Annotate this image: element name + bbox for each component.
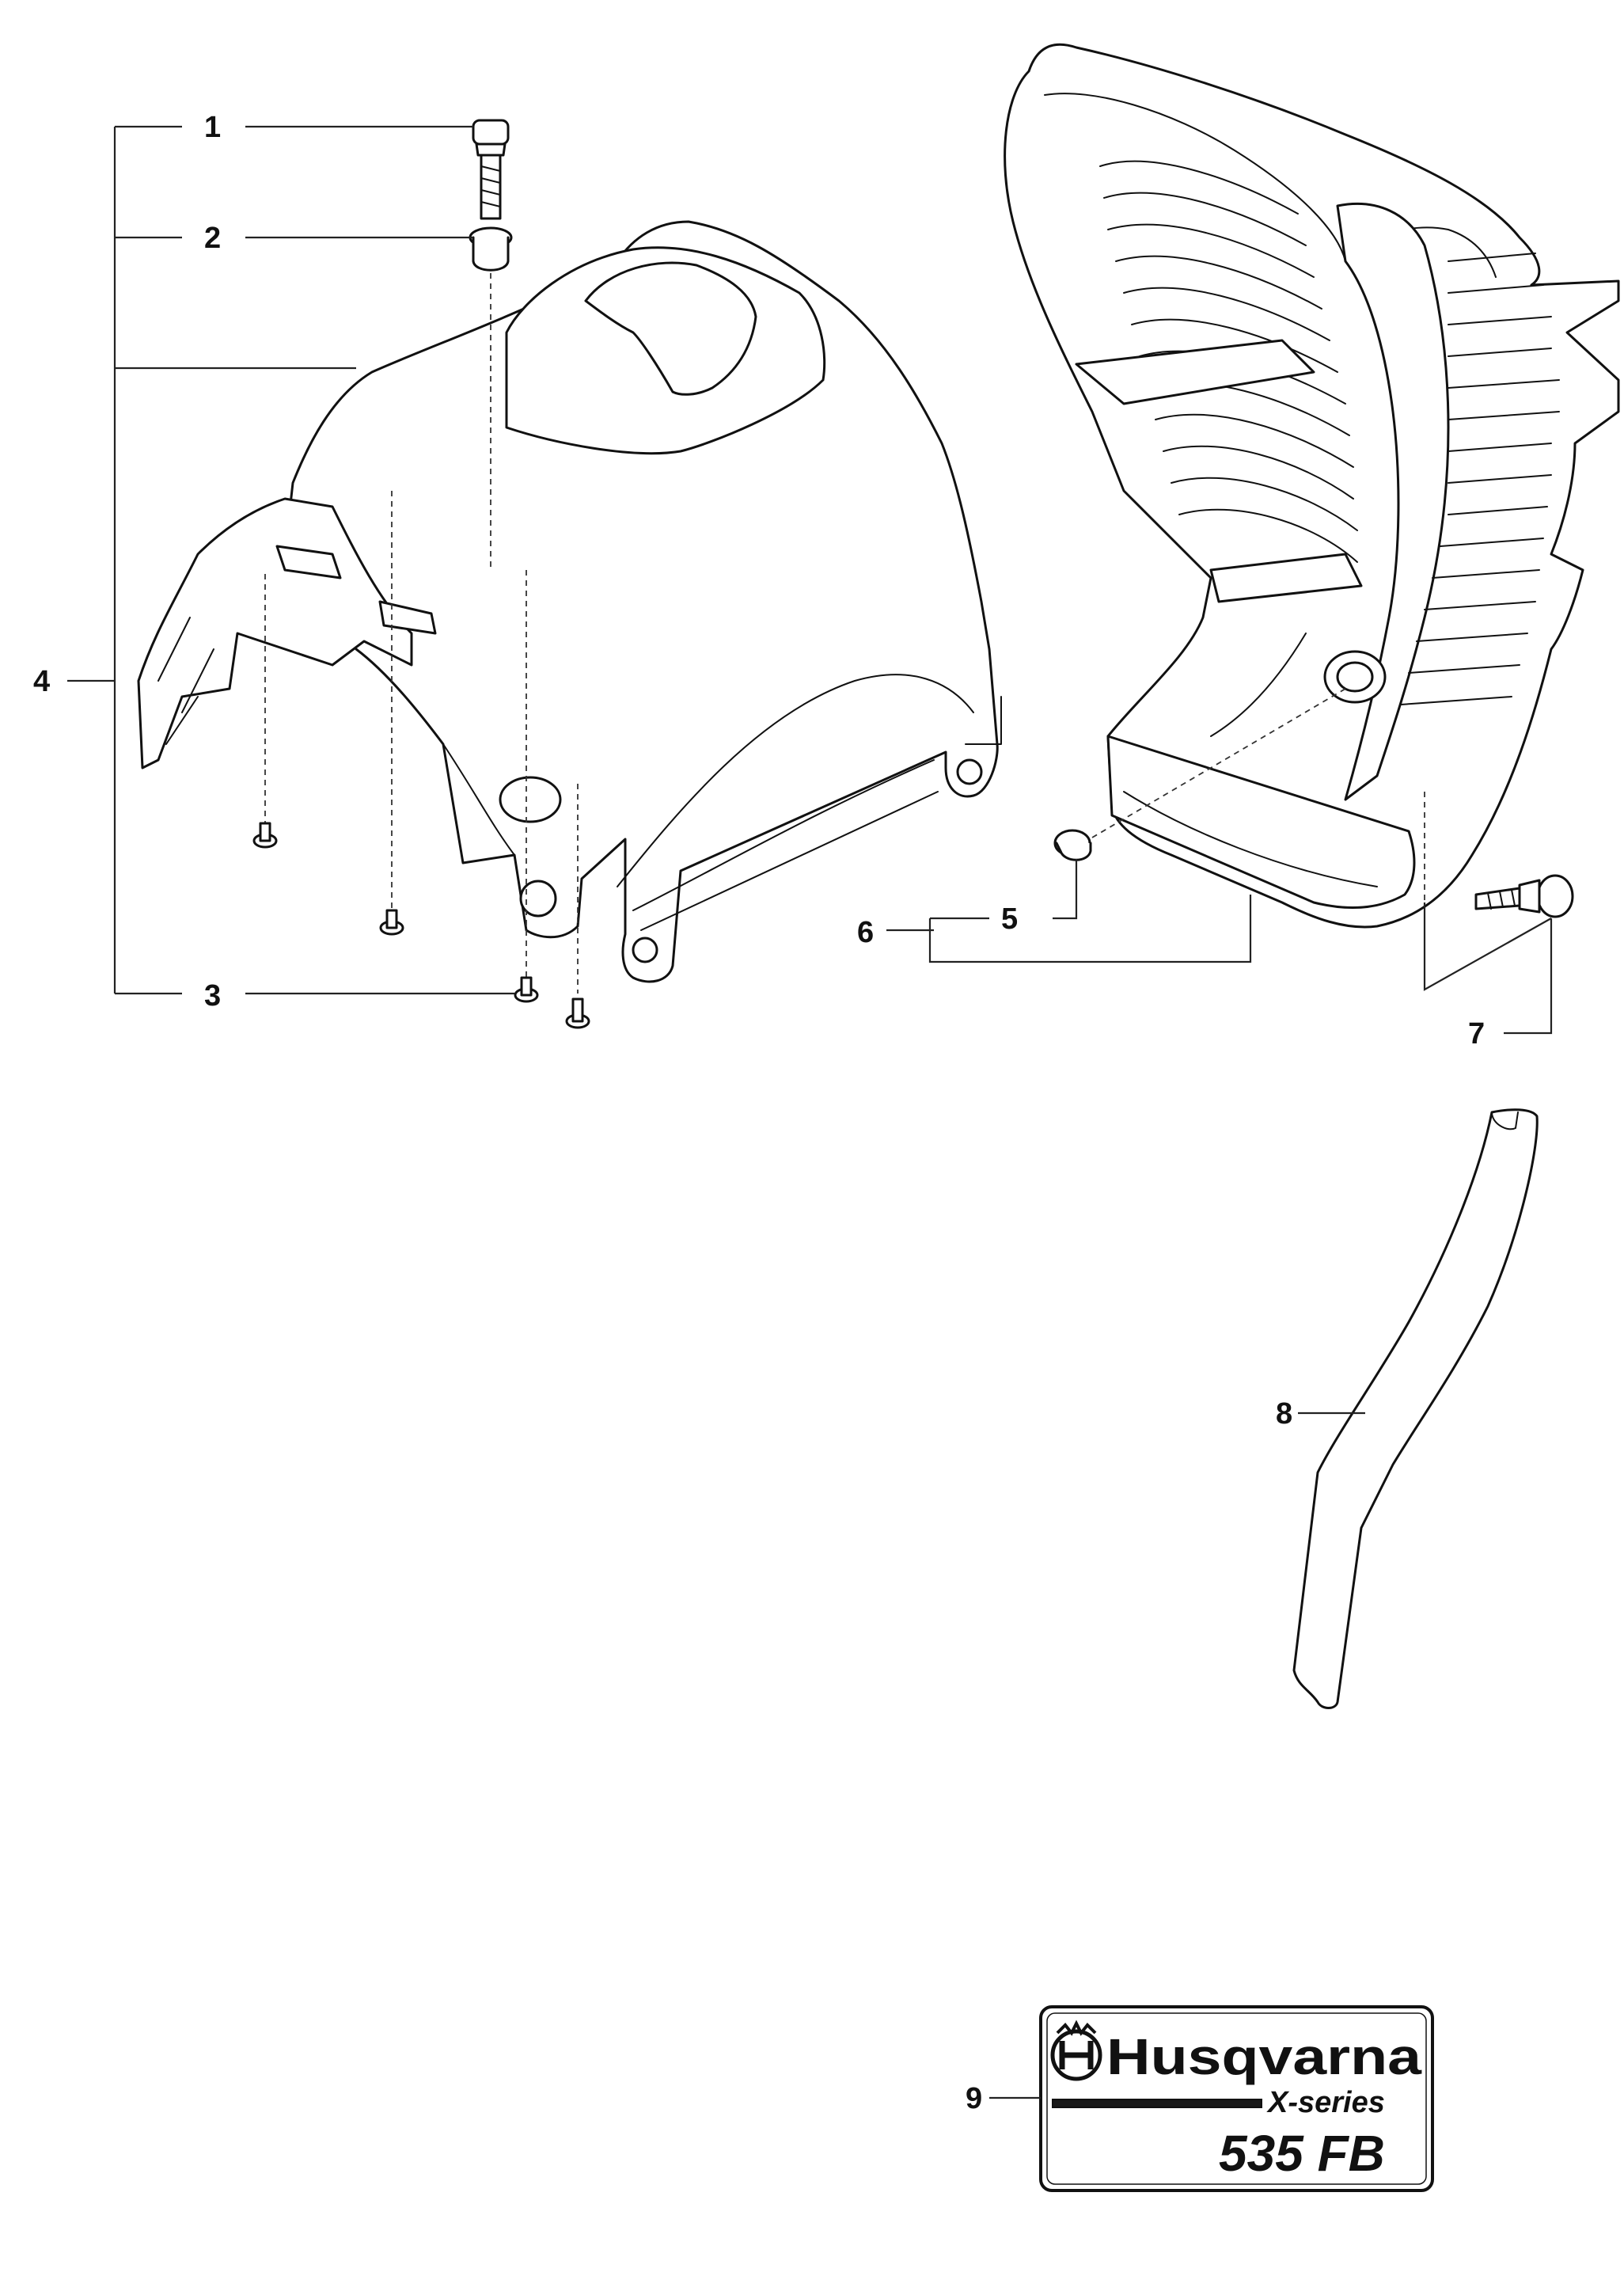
sleeve-2 <box>469 226 513 272</box>
callout-9: 9 <box>966 2082 982 2115</box>
bracket-group-1-4 <box>67 125 514 995</box>
callout-2: 2 <box>204 222 221 255</box>
callout-7: 7 <box>1468 1017 1485 1051</box>
decal-brand: Husqvarna <box>1106 2028 1421 2085</box>
callout-5: 5 <box>1001 902 1018 936</box>
decal-model: 535 FB <box>1219 2125 1385 2182</box>
screw-7 <box>1424 792 1574 918</box>
cylinder-cover <box>137 220 1002 983</box>
husqvarna-crown-logo-icon <box>1050 2020 1102 2081</box>
strip-8 <box>1292 1108 1539 1709</box>
callout-8: 8 <box>1276 1397 1292 1431</box>
decal-series: X-series <box>1266 2086 1385 2119</box>
callout-6: 6 <box>857 916 874 949</box>
screw-1 <box>472 119 510 220</box>
callout-4: 4 <box>33 665 50 698</box>
leads-right <box>886 859 1553 1035</box>
decal-9: Husqvarna X-series 535 FB <box>989 2005 1434 2192</box>
callout-3: 3 <box>204 979 221 1013</box>
fan-housing <box>1004 43 1620 929</box>
screws-3 <box>252 491 590 1029</box>
callout-1: 1 <box>204 111 221 144</box>
callout-labels: 1 2 3 4 5 6 7 8 9 <box>33 111 1485 2115</box>
